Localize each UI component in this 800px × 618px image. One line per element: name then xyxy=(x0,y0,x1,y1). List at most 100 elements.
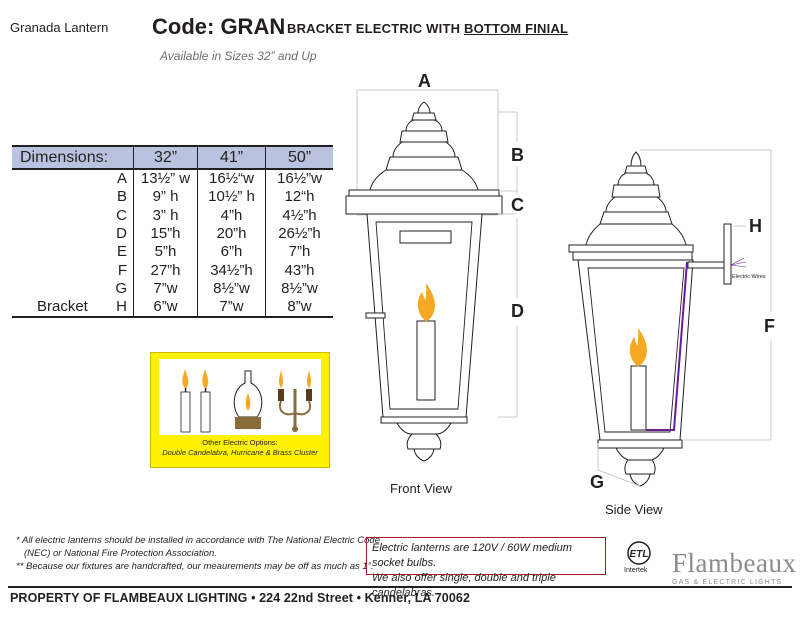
dimension-value-cell: 26½”h xyxy=(278,225,321,243)
dimension-value-cell: 16½”w xyxy=(276,170,323,188)
electric-info-line1: Electric lanterns are 120V / 60W medium … xyxy=(372,542,572,569)
dimension-value-cell: 7”h xyxy=(288,243,311,261)
dimension-value-cell: 15”h xyxy=(133,224,198,244)
dimension-label-cell: Bracket H xyxy=(12,298,134,319)
dimension-value-cell: 8½”w xyxy=(281,279,318,297)
dimension-value-cell: 4½”h xyxy=(282,206,317,224)
dimension-label-b: B xyxy=(511,145,524,165)
side-view-lantern xyxy=(568,151,732,487)
dimension-label-cell: D xyxy=(12,224,134,244)
double-candelabra-icon xyxy=(180,369,211,433)
other-options-box: Other Electric Options: Double Candelabr… xyxy=(150,352,330,468)
front-view-lantern xyxy=(345,89,503,462)
dimension-label-f: F xyxy=(764,316,775,336)
dimension-value-cell: 12“h xyxy=(284,188,315,206)
dimension-letter: G xyxy=(115,279,127,297)
dimension-label-h: H xyxy=(749,216,762,236)
dimension-letter: A xyxy=(116,170,127,188)
dimension-value-cell: 20”h xyxy=(197,224,266,244)
dimension-value-cell: 4”h xyxy=(197,206,266,225)
dimension-letter: F xyxy=(117,261,127,279)
installation-notes: * All electric lanterns should be instal… xyxy=(16,534,381,573)
product-description: BRACKET ELECTRIC WITH BOTTOM FINIAL xyxy=(287,21,568,36)
brand-logo: Flambeaux xyxy=(672,548,797,578)
etl-mark-text: ETL xyxy=(630,549,649,560)
dimension-value-cell: 34½”h xyxy=(197,261,266,280)
electric-wires-icon xyxy=(730,257,747,268)
product-name: Granada Lantern xyxy=(10,20,109,35)
dimension-letter: B xyxy=(116,188,127,206)
dimension-value-cell: 3” h xyxy=(133,206,198,225)
dimension-value-cell: 13½” w xyxy=(133,169,198,189)
options-caption-line2: Double Candelabra, Hurricane & Brass Clu… xyxy=(162,448,318,457)
etl-certification-icon: ETL xyxy=(627,541,651,565)
product-code: Code: GRAN xyxy=(152,14,286,39)
dimension-value-cell: 6”w xyxy=(133,298,198,319)
description-part1: BRACKET ELECTRIC WITH xyxy=(287,21,464,36)
note-line3: ** Because our fixtures are handcrafted,… xyxy=(16,561,374,572)
table-header-cell: 32” xyxy=(133,145,198,170)
sizes-note: Available in Sizes 32” and Up xyxy=(160,49,317,63)
electric-info-box: Electric lanterns are 120V / 60W medium … xyxy=(366,537,606,599)
dimension-label-g: G xyxy=(590,472,605,492)
electric-wires-label: Electric Wires xyxy=(732,274,766,280)
dimension-value-cell: 43”h xyxy=(284,261,315,279)
dimension-label-cell: E xyxy=(12,243,134,262)
options-caption: Other Electric Options: Double Candelabr… xyxy=(151,438,329,458)
table-header-cell: 41” xyxy=(197,145,266,170)
dimension-value-cell: 8”w xyxy=(265,298,333,319)
note-line2: (NEC) or National Fire Protection Associ… xyxy=(24,548,217,559)
options-illustration xyxy=(159,359,321,435)
dimension-value-cell: 27”h xyxy=(133,261,198,280)
dimension-letter: D xyxy=(116,225,127,243)
front-view-label: Front View xyxy=(390,481,452,496)
table-header-cell: 50” xyxy=(265,145,333,170)
dimension-label-cell: B xyxy=(12,188,134,207)
intertek-label: Intertek xyxy=(624,567,648,574)
dimension-value-cell: 6”h xyxy=(197,243,266,262)
dimension-label-d: D xyxy=(511,301,524,321)
dimension-value-cell: 9” h xyxy=(133,188,198,207)
table-header-cell: Dimensions: xyxy=(12,145,134,170)
brass-cluster-icon xyxy=(278,370,312,432)
dimension-letter: E xyxy=(116,243,127,261)
dimension-label-cell: F xyxy=(12,261,134,280)
side-view-label: Side View xyxy=(605,502,663,517)
electric-wire-line xyxy=(646,261,688,431)
table-header-row: Dimensions: 32” 41” 50” xyxy=(12,145,333,170)
note-line1: * All electric lanterns should be instal… xyxy=(16,535,381,546)
footer-address: PROPERTY OF FLAMBEAUX LIGHTING • 224 22n… xyxy=(10,591,471,605)
dimension-label-a: A xyxy=(418,71,431,91)
description-part2: BOTTOM FINIAL xyxy=(464,21,569,36)
options-icons xyxy=(180,369,312,433)
dimension-label-c: C xyxy=(511,195,524,215)
dimension-letter: C xyxy=(116,206,127,224)
dimension-label-cell: C xyxy=(12,206,134,225)
dimension-value-cell: 10½” h xyxy=(197,188,266,207)
bracket-label: Bracket xyxy=(37,298,88,316)
front-dimension-lines xyxy=(498,111,518,418)
options-caption-line1: Other Electric Options: xyxy=(202,438,278,447)
dimension-value-cell: 16½“w xyxy=(197,169,266,189)
hurricane-icon xyxy=(233,370,263,429)
electric-info-line2: We also offer single, double and triple … xyxy=(372,572,556,599)
dimension-value-cell: 7”w xyxy=(133,279,198,299)
dimension-label-cell: A xyxy=(12,169,134,189)
dimension-value-cell: 5”h xyxy=(133,243,198,262)
brand-tagline: GAS & ELECTRIC LIGHTS xyxy=(672,579,783,586)
dimension-letter: H xyxy=(116,298,127,316)
footer-divider xyxy=(8,586,792,588)
dimension-label-cell: G xyxy=(12,279,134,299)
side-dimension-lines xyxy=(597,149,772,487)
dimension-value-cell: 7”w xyxy=(197,298,266,319)
